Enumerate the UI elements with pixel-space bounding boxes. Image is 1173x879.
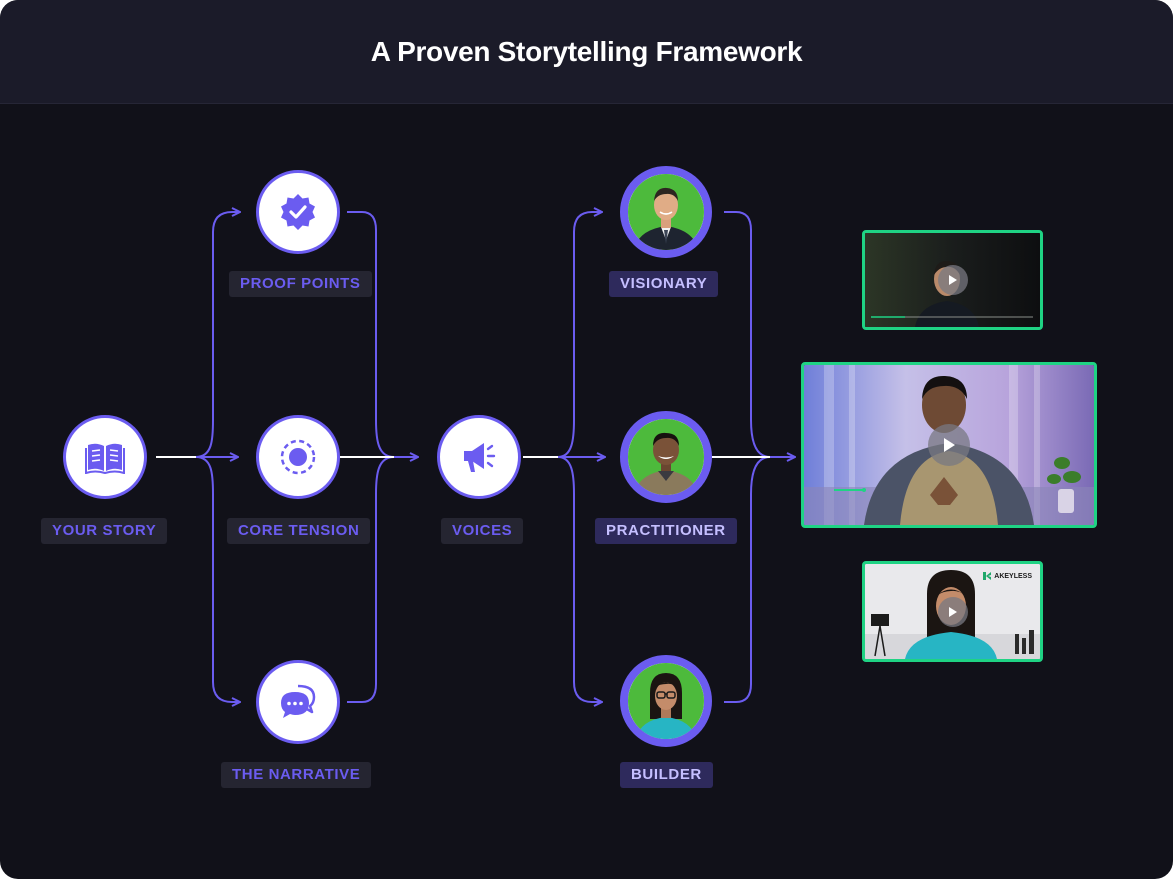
the-narrative-label: THE NARRATIVE bbox=[221, 762, 372, 788]
proof-points-node bbox=[256, 170, 340, 254]
play-icon[interactable] bbox=[928, 424, 970, 466]
brand-logo: AKEYLESS bbox=[983, 572, 1032, 580]
voices-label: VOICES bbox=[441, 518, 524, 544]
your-story-node bbox=[63, 415, 147, 499]
your-story-label: YOUR STORY bbox=[41, 518, 168, 544]
visionary-video[interactable] bbox=[862, 230, 1043, 330]
arrow-to-visionary bbox=[557, 212, 602, 458]
visionary-label: VISIONARY bbox=[609, 271, 719, 297]
visionary-avatar bbox=[620, 166, 712, 258]
arrow-to-the-narrative bbox=[195, 456, 240, 702]
megaphone-icon bbox=[464, 443, 496, 472]
arrow-to-builder bbox=[557, 456, 602, 702]
header-bar: A Proven Storytelling Framework bbox=[0, 0, 1173, 104]
core-tension-label: CORE TENSION bbox=[227, 518, 371, 544]
builder-avatar bbox=[620, 655, 712, 747]
page-title: A Proven Storytelling Framework bbox=[370, 35, 803, 67]
verified-badge-icon bbox=[281, 194, 315, 230]
brand-mark-icon bbox=[983, 572, 992, 580]
proof-points-label: PROOF POINTS bbox=[229, 271, 372, 297]
connector-visionary-out bbox=[724, 211, 771, 458]
visionary-portrait bbox=[628, 174, 704, 250]
connector-builder-out bbox=[724, 456, 771, 703]
chat-bubbles-icon bbox=[281, 684, 316, 718]
book-icon bbox=[85, 443, 125, 474]
builder-label: BUILDER bbox=[620, 762, 713, 788]
practitioner-label: PRACTITIONER bbox=[595, 518, 737, 544]
core-tension-node bbox=[256, 415, 340, 499]
play-icon[interactable] bbox=[937, 265, 968, 295]
the-narrative-node bbox=[256, 660, 340, 744]
connector-narrative-out bbox=[347, 456, 395, 703]
voices-node bbox=[437, 415, 521, 499]
builder-portrait bbox=[628, 663, 704, 739]
practitioner-portrait bbox=[628, 419, 704, 495]
brand-name: AKEYLESS bbox=[994, 572, 1032, 580]
play-icon[interactable] bbox=[937, 596, 968, 627]
builder-video[interactable]: AKEYLESS bbox=[862, 561, 1043, 662]
practitioner-video-frame bbox=[804, 365, 1094, 525]
practitioner-video[interactable] bbox=[801, 362, 1097, 528]
target-icon bbox=[280, 439, 316, 475]
connector-proof-points-out bbox=[347, 211, 395, 458]
practitioner-avatar bbox=[620, 411, 712, 503]
arrow-to-proof-points bbox=[195, 212, 240, 458]
